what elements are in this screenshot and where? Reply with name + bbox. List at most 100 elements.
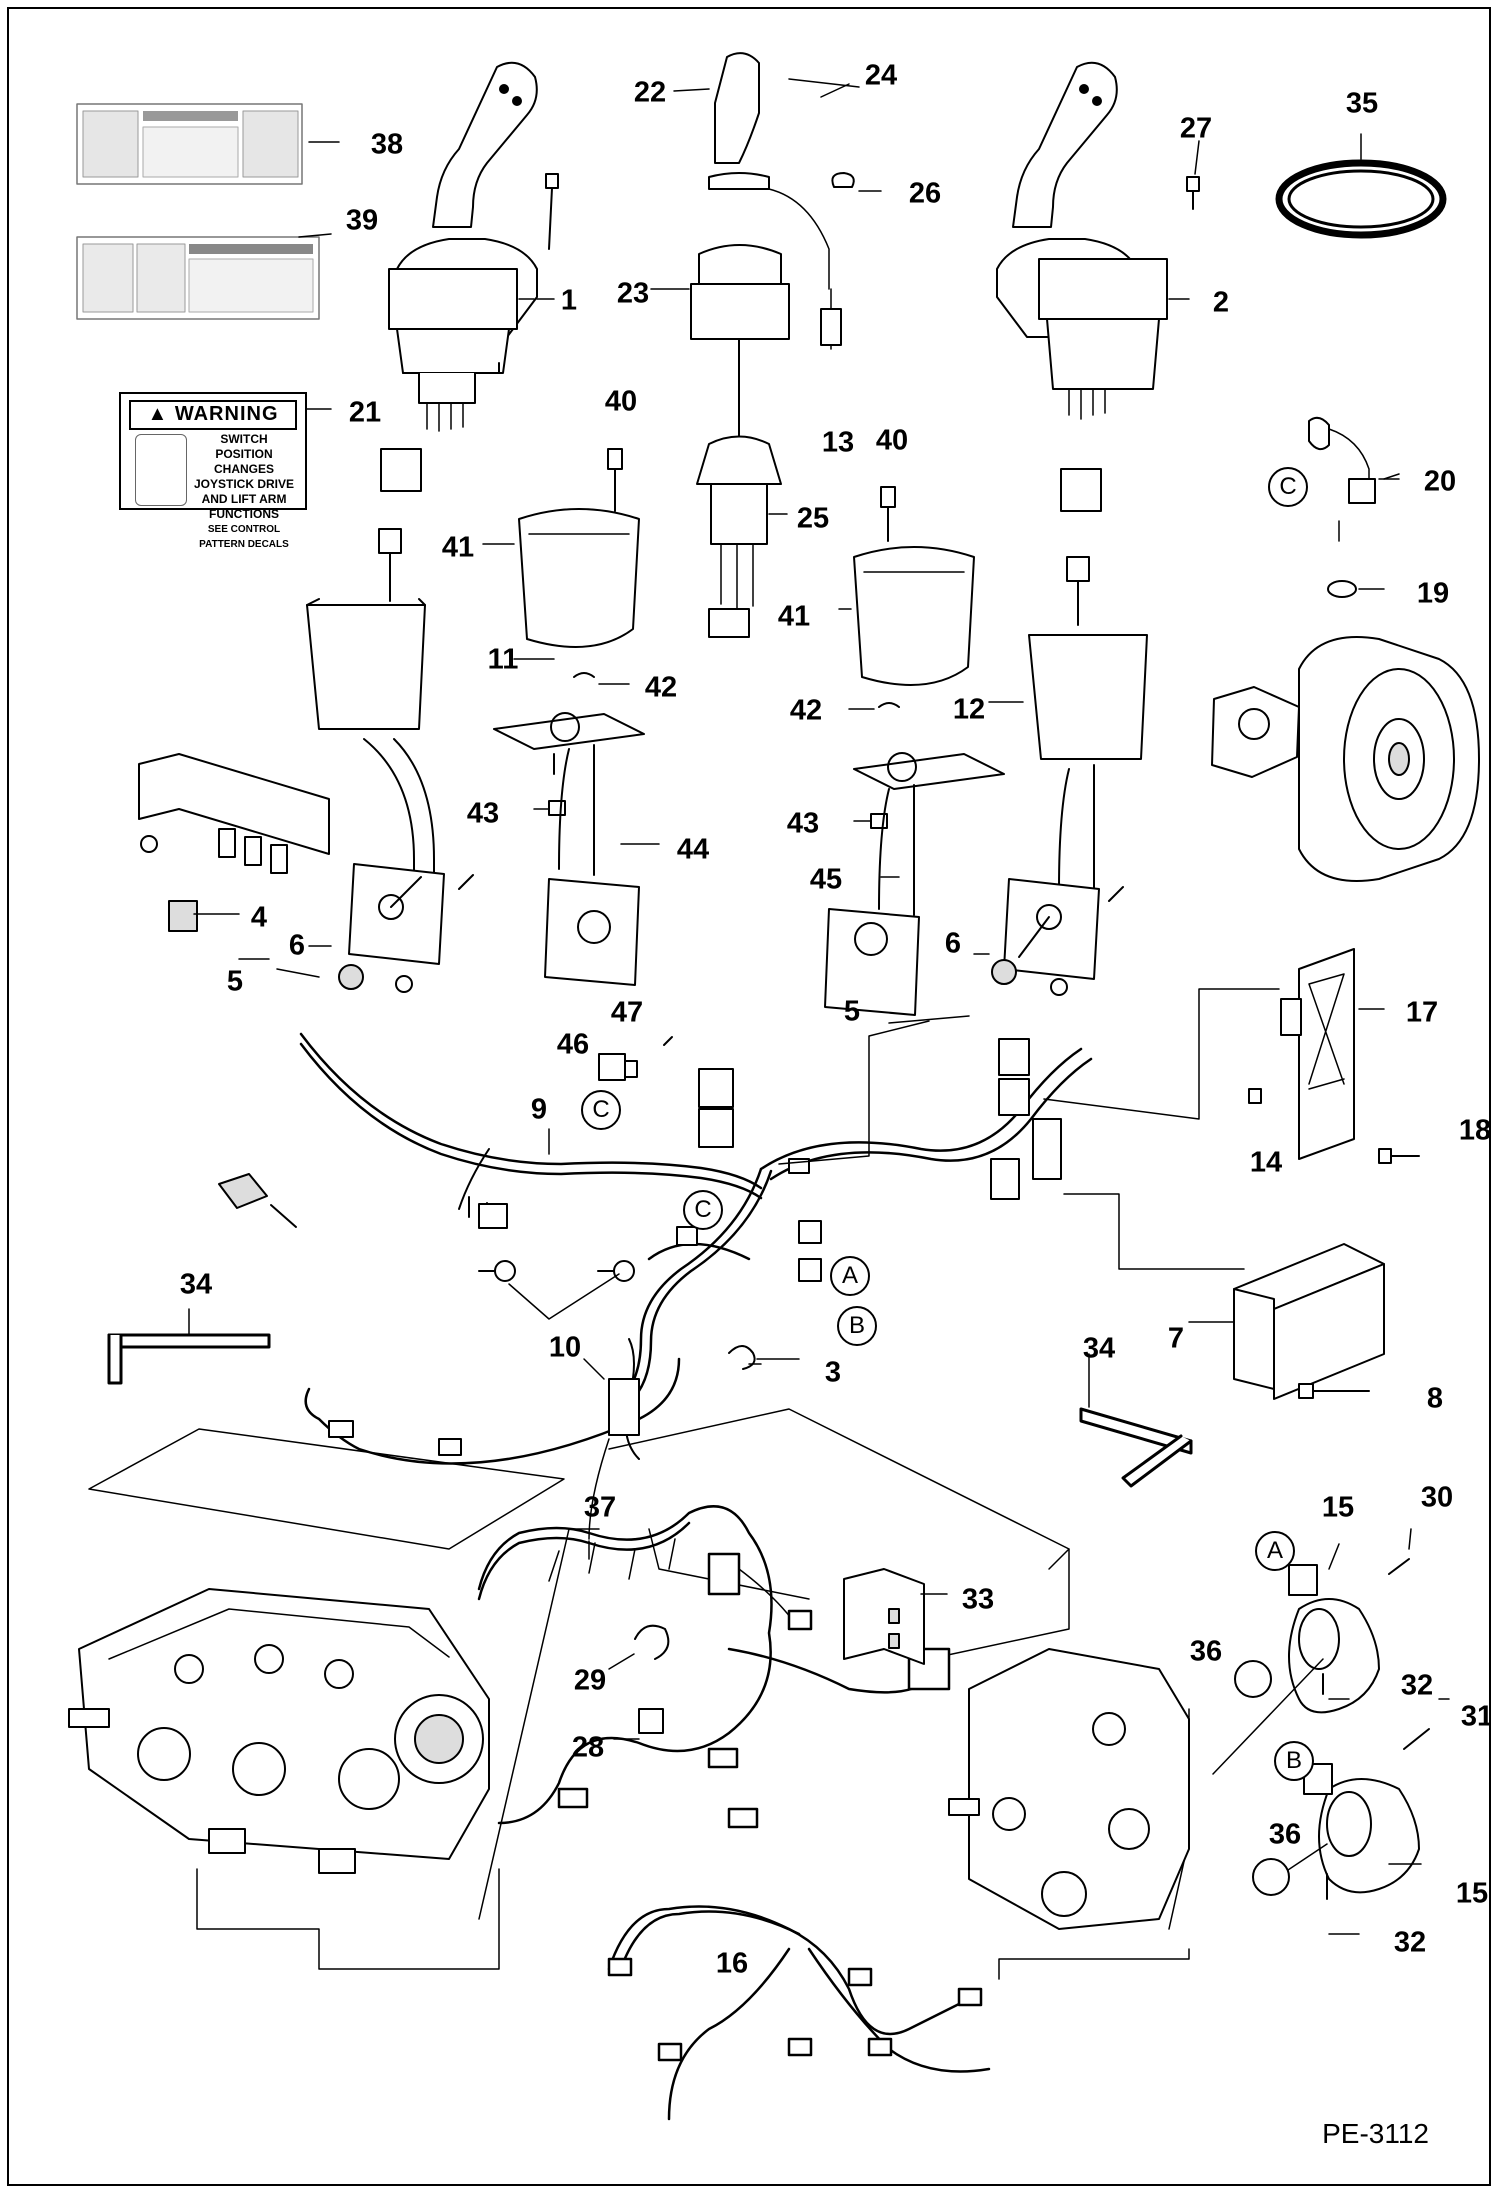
- hex-key-right: [1079, 1353, 1193, 1488]
- callout-40-right: 40: [875, 424, 909, 457]
- callout-43-left: 43: [466, 797, 500, 830]
- callout-11: 11: [487, 643, 519, 676]
- callout-44: 44: [676, 833, 710, 866]
- callout-40-left: 40: [604, 385, 638, 418]
- connector-ref-a-harness: A: [830, 1256, 870, 1296]
- callout-2: 2: [1212, 286, 1230, 319]
- connector-46: [598, 1036, 673, 1081]
- callout-33: 33: [961, 1583, 995, 1616]
- leader-lines: [238, 83, 1450, 1935]
- callout-6-right: 6: [944, 927, 962, 960]
- callout-34-left: 34: [179, 1268, 213, 1301]
- callout-25: 25: [796, 502, 830, 535]
- callout-36-bottom: 36: [1268, 1818, 1302, 1851]
- jumper-harness: [304, 1338, 800, 1540]
- warning-line: SEE CONTROL: [207, 524, 281, 535]
- callout-18: 18: [1458, 1114, 1491, 1147]
- callout-8: 8: [1426, 1382, 1444, 1415]
- drive-motor-assembly: [1211, 416, 1480, 882]
- loose-connector: [218, 1173, 297, 1228]
- callout-3: 3: [824, 1356, 842, 1389]
- callout-15-bottom: 15: [1455, 1877, 1489, 1910]
- callout-32-bottom: 32: [1393, 1926, 1427, 1959]
- callout-29: 29: [573, 1664, 607, 1697]
- right-joystick-bellows: [988, 556, 1148, 996]
- connector-ref-b-solenoid: B: [1274, 1741, 1314, 1781]
- callout-42-right: 42: [789, 694, 823, 727]
- callout-20: 20: [1423, 465, 1457, 498]
- callout-22: 22: [633, 76, 667, 109]
- callout-14: 14: [1249, 1146, 1283, 1179]
- decal-image-placeholder: [135, 434, 187, 506]
- left-pedestal-arm: [338, 738, 474, 993]
- callout-42-left: 42: [644, 671, 678, 704]
- connector-ref-b-harness: B: [837, 1306, 877, 1346]
- bracket-33: [843, 1568, 925, 1665]
- callout-10: 10: [548, 1331, 582, 1364]
- connector-ref-a-solenoid: A: [1255, 1531, 1295, 1571]
- callout-4: 4: [250, 901, 268, 934]
- left-joystick-assembly: [380, 61, 555, 492]
- callout-41-left: 41: [441, 531, 475, 564]
- mounting-plate-7: [1063, 1193, 1385, 1400]
- callout-38: 38: [370, 128, 404, 161]
- warning-line: CHANGES: [213, 462, 274, 476]
- bolt-27: [1186, 176, 1200, 210]
- callout-45: 45: [809, 863, 843, 896]
- bolt-top-left: [545, 173, 559, 250]
- center-right-cover: [824, 486, 1005, 1016]
- connector-ref-c-harness: C: [683, 1190, 723, 1230]
- callout-1: 1: [560, 284, 578, 317]
- callout-32-top: 32: [1400, 1669, 1434, 1702]
- callout-28: 28: [571, 1731, 605, 1764]
- callout-23: 23: [616, 277, 650, 310]
- page-code: PE-3112: [1322, 2118, 1429, 2149]
- callout-7: 7: [1167, 1322, 1185, 1355]
- pump-harness-37: [477, 1505, 951, 1829]
- callout-34-right: 34: [1082, 1332, 1116, 1365]
- callout-36-top: 36: [1189, 1635, 1223, 1668]
- center-joystick-boot: [650, 244, 790, 638]
- hex-key-left: [107, 1308, 271, 1385]
- callout-35: 35: [1345, 87, 1379, 120]
- harness-connectors: [468, 1020, 1062, 1282]
- control-valve: [948, 1648, 1190, 1930]
- harness-16: [607, 1905, 991, 2121]
- solenoid-a: [1212, 1558, 1410, 1775]
- clip-29-28: [634, 1624, 670, 1734]
- callout-24: 24: [864, 59, 898, 92]
- cable-clamps: [478, 1260, 635, 1320]
- callout-31: 31: [1460, 1700, 1491, 1733]
- warning-line: FUNCTIONS: [209, 507, 279, 521]
- callout-9: 9: [530, 1093, 548, 1126]
- callout-5-right: 5: [843, 995, 861, 1028]
- callout-17: 17: [1405, 996, 1439, 1029]
- callout-26: 26: [908, 177, 942, 210]
- right-joystick-assembly: [996, 61, 1190, 512]
- operator-instructions-decal: [76, 103, 340, 185]
- hose-coil: [1275, 133, 1447, 239]
- callout-21: 21: [348, 396, 382, 429]
- exploded-parts-drawing: [68, 52, 1480, 2121]
- callout-19: 19: [1416, 577, 1450, 610]
- callout-37: 37: [583, 1491, 617, 1524]
- callout-16: 16: [715, 1947, 749, 1980]
- callout-27: 27: [1179, 112, 1213, 145]
- callout-43-right: 43: [786, 807, 820, 840]
- callout-46: 46: [556, 1028, 590, 1061]
- callout-39: 39: [345, 204, 379, 237]
- callout-30: 30: [1420, 1481, 1454, 1514]
- callout-5-left: 5: [226, 965, 244, 998]
- warning-line: JOYSTICK DRIVE: [193, 477, 295, 491]
- hydrostatic-pump: [68, 1588, 490, 1874]
- controller-module: [1043, 948, 1420, 1164]
- warning-decal-text: SWITCH POSITION CHANGES JOYSTICK DRIVE A…: [191, 432, 297, 552]
- connector-ref-c-top: C: [1268, 467, 1308, 507]
- warning-decal: ▲ WARNING SWITCH POSITION CHANGES JOYSTI…: [119, 392, 307, 550]
- callout-12: 12: [952, 693, 986, 726]
- warning-line: AND LIFT ARM: [201, 492, 287, 506]
- center-left-cover: [482, 448, 660, 986]
- connector-ref-c-mid: C: [581, 1090, 621, 1130]
- warning-line: SWITCH POSITION: [215, 432, 273, 461]
- callout-41-right: 41: [777, 600, 811, 633]
